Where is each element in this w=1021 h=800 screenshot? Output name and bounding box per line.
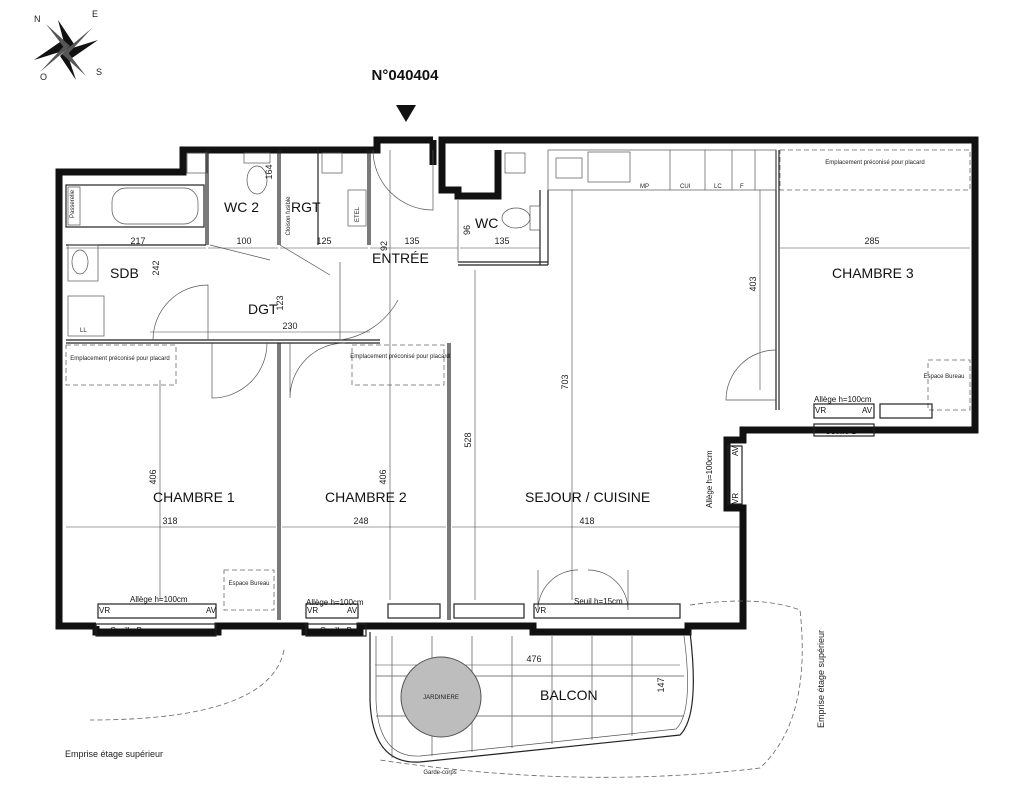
room-rgt: RGT bbox=[291, 199, 321, 215]
compass-n: N bbox=[34, 14, 41, 24]
exterior-wall-right bbox=[92, 136, 979, 636]
etel-label: ETEL bbox=[355, 206, 361, 222]
dim-528: 528 bbox=[463, 432, 473, 447]
shafts bbox=[186, 152, 526, 174]
espace-bureau-1: Espace Bureau bbox=[228, 581, 269, 587]
cloison-label: Cloison fusible bbox=[286, 196, 292, 236]
cui-label: CUI bbox=[680, 184, 691, 190]
toilet-wc2-icon bbox=[243, 152, 271, 195]
espace-bureau-2: Espace Bureau bbox=[923, 374, 964, 380]
balcony: JARDINIERE BALCON Garde-corps bbox=[369, 631, 694, 776]
lc-label: LC bbox=[714, 184, 722, 190]
dim-217: 217 bbox=[130, 236, 145, 246]
room-sejour: SEJOUR / CUISINE bbox=[525, 489, 650, 505]
placard-1: Emplacement préconisé pour placard bbox=[70, 356, 169, 362]
dim-100: 100 bbox=[236, 236, 251, 246]
av-4: AV bbox=[862, 406, 873, 415]
electric-panel bbox=[347, 189, 367, 227]
dim-406a: 406 bbox=[148, 469, 158, 484]
room-chambre1: CHAMBRE 1 bbox=[153, 489, 235, 505]
allege-1: Allège h=100cm bbox=[130, 595, 188, 604]
dim-476: 476 bbox=[526, 654, 541, 664]
oscillo-2: Oscillo-B bbox=[320, 626, 352, 635]
compass-o: O bbox=[40, 72, 47, 82]
kitchen-counter: MP CUI LC F bbox=[547, 149, 777, 191]
toilet-wc-icon bbox=[501, 205, 541, 231]
dim-125: 125 bbox=[316, 236, 331, 246]
oscillo-1: Oscillo-B bbox=[110, 626, 142, 635]
exterior-wall-left bbox=[55, 136, 433, 630]
allege-2: Allège h=100cm bbox=[306, 598, 364, 607]
upper-floor-footprint: Emprise étage supérieur Emprise étage su… bbox=[65, 600, 826, 778]
window-labels: VR AV VR AV VR VR AV AV VR Allège h=100c… bbox=[99, 395, 873, 615]
vr-4: VR bbox=[815, 406, 826, 415]
room-dgt: DGT bbox=[248, 301, 278, 317]
seuil-label: Seuil h=15cm bbox=[574, 597, 623, 606]
dim-242: 242 bbox=[151, 260, 161, 275]
emprise-label-1: Emprise étage supérieur bbox=[65, 749, 163, 759]
compass-e: E bbox=[92, 9, 98, 19]
dim-123: 123 bbox=[275, 295, 285, 310]
garde-corps-label: Garde-corps bbox=[423, 770, 456, 776]
av-5: AV bbox=[731, 445, 740, 456]
room-wc: WC bbox=[475, 215, 498, 231]
oscillo-3: Oscillo-B bbox=[825, 427, 857, 436]
room-chambre2: CHAMBRE 2 bbox=[325, 489, 407, 505]
dim-403: 403 bbox=[748, 276, 758, 291]
dim-703: 703 bbox=[560, 374, 570, 389]
room-sdb: SDB bbox=[110, 265, 139, 281]
dim-406b: 406 bbox=[378, 469, 388, 484]
dim-248: 248 bbox=[353, 516, 368, 526]
av-2: AV bbox=[347, 606, 358, 615]
compass-rose-icon: N E S O bbox=[34, 9, 102, 82]
dim-418: 418 bbox=[579, 516, 594, 526]
allege-4: Allège h=100cm bbox=[705, 450, 714, 508]
planter-icon bbox=[400, 656, 482, 738]
dim-96: 96 bbox=[462, 225, 472, 235]
doors bbox=[152, 149, 777, 611]
windows bbox=[97, 403, 933, 619]
dim-318: 318 bbox=[162, 516, 177, 526]
dimension-values: 217 242 100 164 Cloison fusible 125 92 1… bbox=[130, 164, 879, 711]
desk-spaces: Espace Bureau Espace Bureau bbox=[223, 359, 971, 611]
dimension-lines bbox=[66, 150, 970, 666]
vr-5: VR bbox=[731, 493, 740, 504]
av-1: AV bbox=[206, 606, 217, 615]
placard-zones: Emplacement préconisé pour placard Empla… bbox=[65, 149, 971, 386]
lot-number: N°040404 bbox=[372, 67, 440, 84]
oscillo-boxes: Oscillo-B Oscillo-B Oscillo-B bbox=[95, 423, 875, 637]
placard-3: Emplacement préconisé pour placard bbox=[825, 160, 924, 166]
entrance-arrow-icon bbox=[396, 105, 416, 122]
room-entree: ENTRÉE bbox=[372, 250, 429, 266]
placard-2: Emplacement préconisé pour placard bbox=[350, 354, 449, 360]
dim-164: 164 bbox=[264, 164, 274, 179]
dim-135b: 135 bbox=[494, 236, 509, 246]
allege-3: Allège h=100cm bbox=[814, 395, 872, 404]
dim-230: 230 bbox=[282, 321, 297, 331]
compass-s: S bbox=[96, 67, 102, 77]
bathtub-icon: Passerelle bbox=[65, 184, 205, 228]
f-label: F bbox=[740, 184, 744, 190]
vr-3: VR bbox=[535, 606, 546, 615]
dim-147: 147 bbox=[656, 677, 666, 692]
emprise-label-2: Emprise étage supérieur bbox=[816, 630, 826, 728]
dim-285: 285 bbox=[864, 236, 879, 246]
mp-label: MP bbox=[640, 184, 649, 190]
room-balcon: BALCON bbox=[540, 687, 598, 703]
room-chambre3: CHAMBRE 3 bbox=[832, 265, 914, 281]
jardiniere-label: JARDINIERE bbox=[423, 695, 459, 701]
sink-icon bbox=[67, 244, 99, 282]
ll-label: LL bbox=[80, 328, 87, 334]
dim-135a: 135 bbox=[404, 236, 419, 246]
room-wc2: WC 2 bbox=[224, 199, 259, 215]
vr-1: VR bbox=[99, 606, 110, 615]
vr-2: VR bbox=[307, 606, 318, 615]
washing-machine-icon: LL bbox=[67, 295, 105, 337]
passerelle-label: Passerelle bbox=[70, 189, 76, 218]
dim-92: 92 bbox=[379, 241, 389, 251]
